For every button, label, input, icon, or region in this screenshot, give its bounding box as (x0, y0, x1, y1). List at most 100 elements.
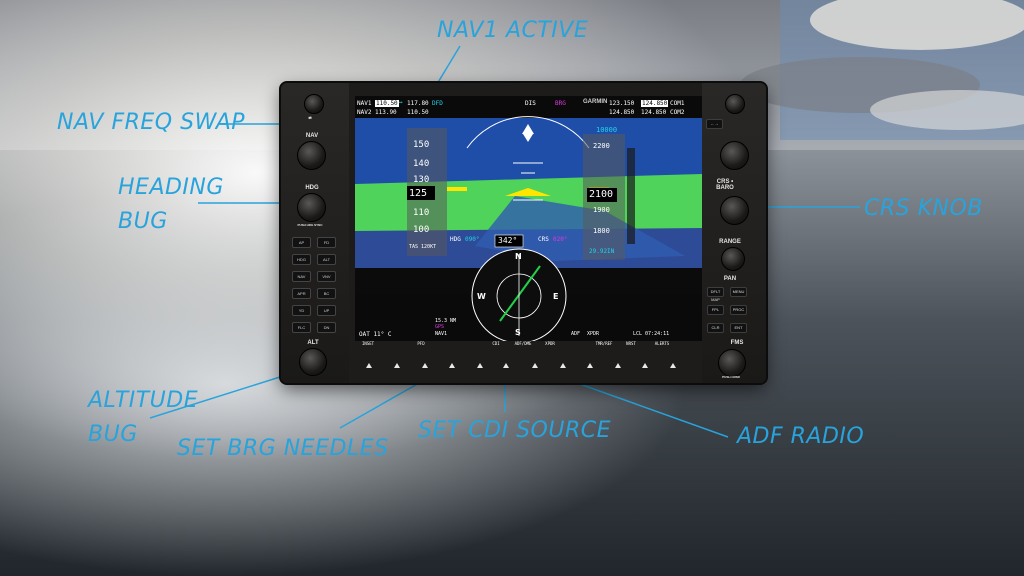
airspeed-tick: 100 (413, 225, 430, 235)
clr-button[interactable]: CLR (707, 323, 724, 333)
com-freq-swap-button[interactable]: ←→ (706, 119, 723, 129)
hdg-knob-label: HDG (305, 185, 319, 191)
oat-readout: OAT 11° C (359, 331, 392, 338)
nav-swap-arrow: ↔ (399, 99, 403, 106)
softkey-bar: INSET PFD CDI ADF/DME XPDR TMR/REF NRST … (355, 341, 702, 351)
flc-button[interactable]: FLC (292, 322, 311, 333)
dme-distance: 15.3 NM (435, 318, 457, 324)
softkey-button-8[interactable] (560, 363, 566, 368)
softkey-button-9[interactable] (587, 363, 593, 368)
com-knob[interactable] (720, 141, 749, 170)
softkey-button-3[interactable] (422, 363, 428, 368)
fms-knob[interactable] (718, 349, 746, 377)
alt-button[interactable]: ALT (317, 254, 336, 265)
compass-w: W (477, 292, 486, 301)
bc-button[interactable]: BC (317, 288, 336, 299)
airspeed-tick: 130 (413, 175, 430, 185)
callout-nav1-active: NAV1 ACTIVE (437, 18, 589, 43)
fms-label: FMS (730, 340, 744, 346)
vnv-button[interactable]: VNV (317, 271, 336, 282)
nav2-standby-freq: 110.50 (407, 109, 429, 116)
crs-label: CRS (538, 236, 549, 243)
softkey-nrst[interactable]: NRST (626, 341, 636, 346)
menu-button[interactable]: MENU (730, 287, 747, 297)
compass-e: E (553, 292, 559, 301)
softkey-button-10[interactable] (615, 363, 621, 368)
nav-volume-knob[interactable] (304, 94, 324, 114)
lcl-time: LCL 07:24:11 (633, 331, 670, 337)
nav-knob[interactable] (297, 141, 326, 170)
softkey-button-2[interactable] (394, 363, 400, 368)
nav1-label: NAV1 (357, 100, 372, 107)
fpl-button[interactable]: FPL (707, 305, 724, 315)
nav-freq-swap-label: ⇄ (308, 115, 312, 120)
crs-value: 020° (553, 236, 568, 243)
baro-setting: 29.92IN (589, 248, 615, 255)
softkey-alerts[interactable]: ALERTS (654, 341, 670, 346)
hdg-button[interactable]: HDG (292, 254, 311, 265)
heading-bug-knob[interactable] (297, 193, 326, 222)
dflt-map-button[interactable]: DFLT MAP (707, 287, 724, 302)
range-joystick[interactable] (721, 247, 745, 271)
airspeed-tick: 110 (413, 208, 430, 218)
crs-baro-knob[interactable] (720, 196, 749, 225)
ent-button[interactable]: ENT (730, 323, 747, 333)
gps-label: GPS (435, 324, 445, 330)
adf-label: ADF (571, 331, 581, 337)
pfd-graphics (355, 96, 702, 341)
callout-nav-freq-swap: NAV FREQ SWAP (57, 110, 246, 135)
softkey-inset[interactable]: INSET (361, 341, 375, 346)
range-label: RANGE (719, 239, 741, 245)
com1-label: COM1 (670, 100, 685, 107)
softkey-xpdr[interactable]: XPDR (545, 341, 555, 346)
brg-label: BRG (555, 100, 566, 107)
dfd-label: DFD (432, 100, 443, 107)
nav2-label: NAV2 (357, 109, 372, 116)
softkey-button-5[interactable] (477, 363, 483, 368)
ap-button[interactable]: AP (292, 237, 311, 248)
softkey-button-6[interactable] (503, 363, 509, 368)
nav-knob-label: NAV (305, 133, 319, 139)
pfd-screen: GARMIN NAV1 110.50 ↔ 117.80 DFD NAV2 113… (355, 96, 702, 341)
softkey-cdi[interactable]: CDI (492, 341, 500, 346)
compass-n: N (515, 252, 522, 261)
softkey-button-11[interactable] (642, 363, 648, 368)
garmin-g1000-unit: ⇄ NAV HDG PUSH HDG SYNC AP FD HDG ALT NA… (281, 83, 766, 383)
nav1-standby-freq: 117.80 (407, 100, 429, 107)
callout-altitude-bug: ALTITUDE BUG (88, 388, 199, 447)
callout-set-cdi-source: SET CDI SOURCE (418, 418, 612, 443)
nav2-active-freq: 113.90 (375, 109, 397, 116)
dis-label: DIS (525, 100, 536, 107)
hdg-bug-value: 090° (465, 236, 480, 243)
crs-baro-label: CRS • BARO (716, 179, 734, 191)
softkey-button-12[interactable] (670, 363, 676, 368)
compass-s: S (515, 328, 521, 337)
softkey-tmr-ref[interactable]: TMR/REF (595, 341, 613, 346)
softkey-button-1[interactable] (366, 363, 372, 368)
altitude-bug-knob[interactable] (299, 348, 327, 376)
com2-active-freq: 124.850 (609, 109, 635, 116)
callout-crs-knob: CRS KNOB (864, 196, 983, 221)
com-volume-knob[interactable] (725, 94, 745, 114)
yd-button[interactable]: YD (292, 305, 311, 316)
up-button[interactable]: UP (317, 305, 336, 316)
softkey-button-4[interactable] (449, 363, 455, 368)
altitude-tick: 1900 (593, 206, 610, 214)
airspeed-tick: 150 (413, 140, 430, 150)
softkey-pfd[interactable]: PFD (417, 341, 425, 346)
right-bezel (702, 83, 766, 383)
softkey-button-7[interactable] (532, 363, 538, 368)
dn-button[interactable]: DN (317, 322, 336, 333)
callout-adf-radio: ADF RADIO (737, 424, 865, 449)
hdg-sync-label: PUSH HDG SYNC (297, 223, 323, 227)
selected-altitude: 10000 (596, 126, 618, 134)
com2-standby-freq: 124.850 (641, 109, 667, 116)
com2-label: COM2 (670, 109, 685, 116)
apr-button[interactable]: APR (292, 288, 311, 299)
altitude-readout: 2100 (589, 189, 614, 200)
fd-button[interactable]: FD (317, 237, 336, 248)
softkey-adf-dme[interactable]: ADF/DME (514, 341, 532, 346)
proc-button[interactable]: PROC (730, 305, 747, 315)
com1-active-freq: 123.150 (609, 100, 635, 107)
nav-button[interactable]: NAV (292, 271, 311, 282)
